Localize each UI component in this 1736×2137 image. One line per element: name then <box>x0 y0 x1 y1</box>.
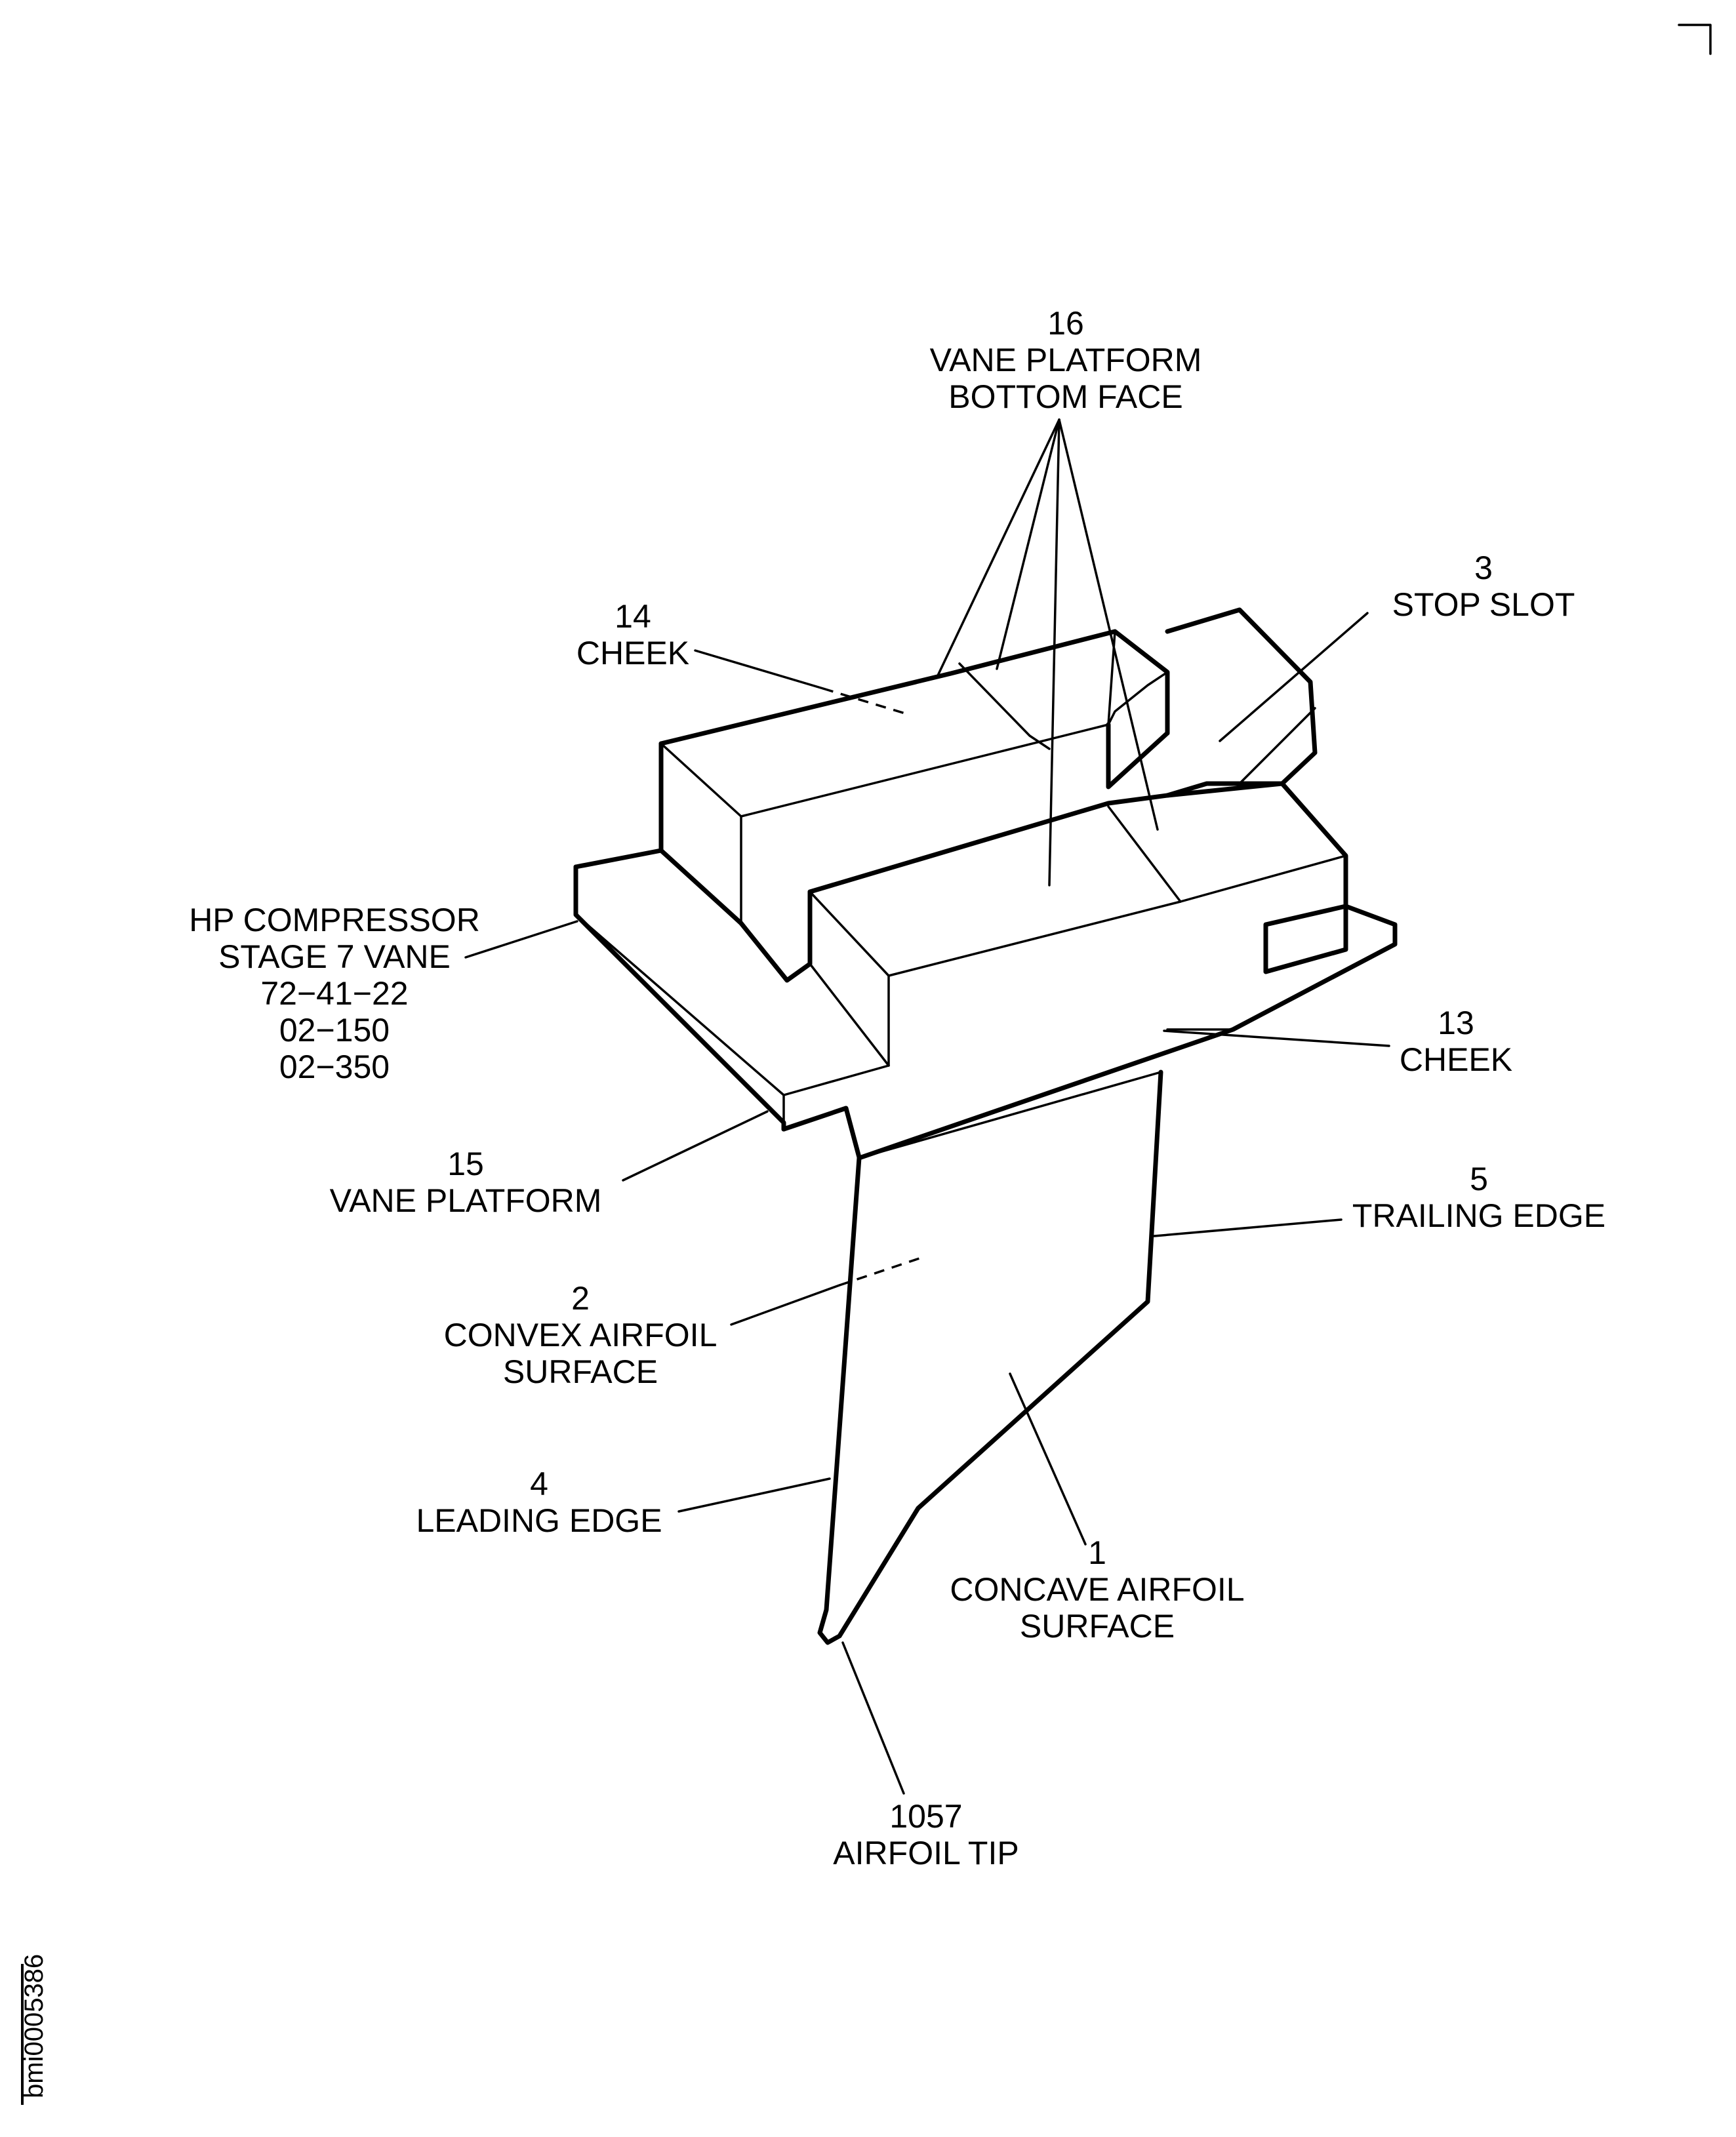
leader-1 <box>1009 1372 1087 1546</box>
callout-text: TRAILING EDGE <box>1352 1197 1606 1234</box>
platform-left <box>573 864 786 1132</box>
platform-right <box>857 904 1398 1161</box>
callout-text: CHEEK <box>1399 1041 1513 1078</box>
callout-text: SURFACE <box>1019 1608 1175 1645</box>
callout-number: 1 <box>1088 1534 1106 1571</box>
platform-notch <box>1263 904 1348 974</box>
leader-5 <box>1153 1218 1342 1237</box>
leader-16a <box>937 418 1060 677</box>
callout-3: 3 STOP SLOT <box>1392 549 1575 623</box>
callout-13: 13 CHEEK <box>1400 1005 1512 1078</box>
leader-14 <box>694 649 824 690</box>
mid-block-divider <box>1107 805 1182 903</box>
callout-number: 16 <box>1047 305 1084 342</box>
part-name: STAGE 7 VANE <box>218 938 451 975</box>
upper-cheek-step <box>1106 722 1170 789</box>
upper-cheek-chamfer <box>1107 671 1169 726</box>
callout-text: SURFACE <box>502 1353 658 1390</box>
leader-2-hidden <box>839 1256 922 1287</box>
leader-16c <box>1048 418 1060 887</box>
mid-block-left <box>738 889 813 983</box>
callout-14: 14 CHEEK <box>576 598 689 671</box>
callout-text: VANE PLATFORM <box>929 342 1202 378</box>
leader-1057 <box>841 1641 905 1795</box>
leader-16d <box>1058 418 1159 831</box>
mid-block-left-down <box>809 963 890 1067</box>
stop-slot-inner <box>1238 707 1316 785</box>
callout-text: AIRFOIL TIP <box>833 1835 1019 1871</box>
part-name: HP COMPRESSOR <box>189 902 480 938</box>
callout-1057: 1057 AIRFOIL TIP <box>833 1798 1019 1871</box>
platform-front <box>781 1106 862 1161</box>
bottom-face-split <box>958 662 1051 750</box>
figure-id: bmi0005386 <box>20 1953 49 2098</box>
mid-block-top <box>807 781 1348 909</box>
callout-number: 5 <box>1470 1161 1488 1197</box>
callout-number: 3 <box>1474 549 1493 586</box>
leader-16b <box>996 418 1060 670</box>
leader-3 <box>1219 612 1369 742</box>
leader-15 <box>622 1110 769 1182</box>
airfoil-leading <box>817 1069 1163 1645</box>
callout-5: 5 TRAILING EDGE <box>1352 1161 1605 1234</box>
part-ref: 02−350 <box>279 1049 390 1085</box>
callout-number: 1057 <box>889 1798 963 1835</box>
callout-text: BOTTOM FACE <box>948 378 1183 415</box>
corner-mark <box>1678 24 1712 55</box>
upper-cheek-top <box>658 629 1170 746</box>
mid-block-face <box>809 854 1347 977</box>
part-ref: 72−41−22 <box>260 975 409 1012</box>
upper-cheek-face <box>660 630 1116 818</box>
callout-16: 16 VANE PLATFORM BOTTOM FACE <box>930 305 1202 415</box>
figure-id-bracket <box>21 1964 28 2105</box>
leader-14-hidden <box>822 687 906 715</box>
callout-text: CHEEK <box>576 635 690 671</box>
callout-15: 15 VANE PLATFORM <box>330 1146 602 1219</box>
callout-number: 15 <box>447 1146 484 1182</box>
leader-13 <box>1163 1029 1390 1047</box>
callout-text: VANE PLATFORM <box>329 1182 602 1219</box>
leader-part <box>464 920 578 959</box>
callout-text: LEADING EDGE <box>416 1502 662 1539</box>
callout-4: 4 LEADING EDGE <box>416 1466 662 1539</box>
callout-number: 2 <box>571 1280 590 1317</box>
callout-number: 4 <box>530 1466 548 1502</box>
part-ref: 02−150 <box>279 1012 390 1049</box>
callout-number: 14 <box>615 598 651 635</box>
airfoil-top-join <box>858 1071 1162 1159</box>
stop-slot-outline <box>1165 607 1318 798</box>
callout-1: 1 CONCAVE AIRFOIL SURFACE <box>950 1534 1244 1645</box>
callout-text: CONCAVE AIRFOIL <box>950 1571 1245 1608</box>
callout-part: HP COMPRESSOR STAGE 7 VANE 72−41−22 02−1… <box>189 902 480 1085</box>
callout-text: CONVEX AIRFOIL <box>443 1317 717 1353</box>
callout-2: 2 CONVEX AIRFOIL SURFACE <box>444 1280 717 1390</box>
leader-2 <box>730 1284 841 1326</box>
leader-4 <box>677 1477 831 1513</box>
platform-outline <box>573 848 744 926</box>
callout-text: STOP SLOT <box>1392 586 1575 623</box>
callout-number: 13 <box>1438 1005 1474 1041</box>
